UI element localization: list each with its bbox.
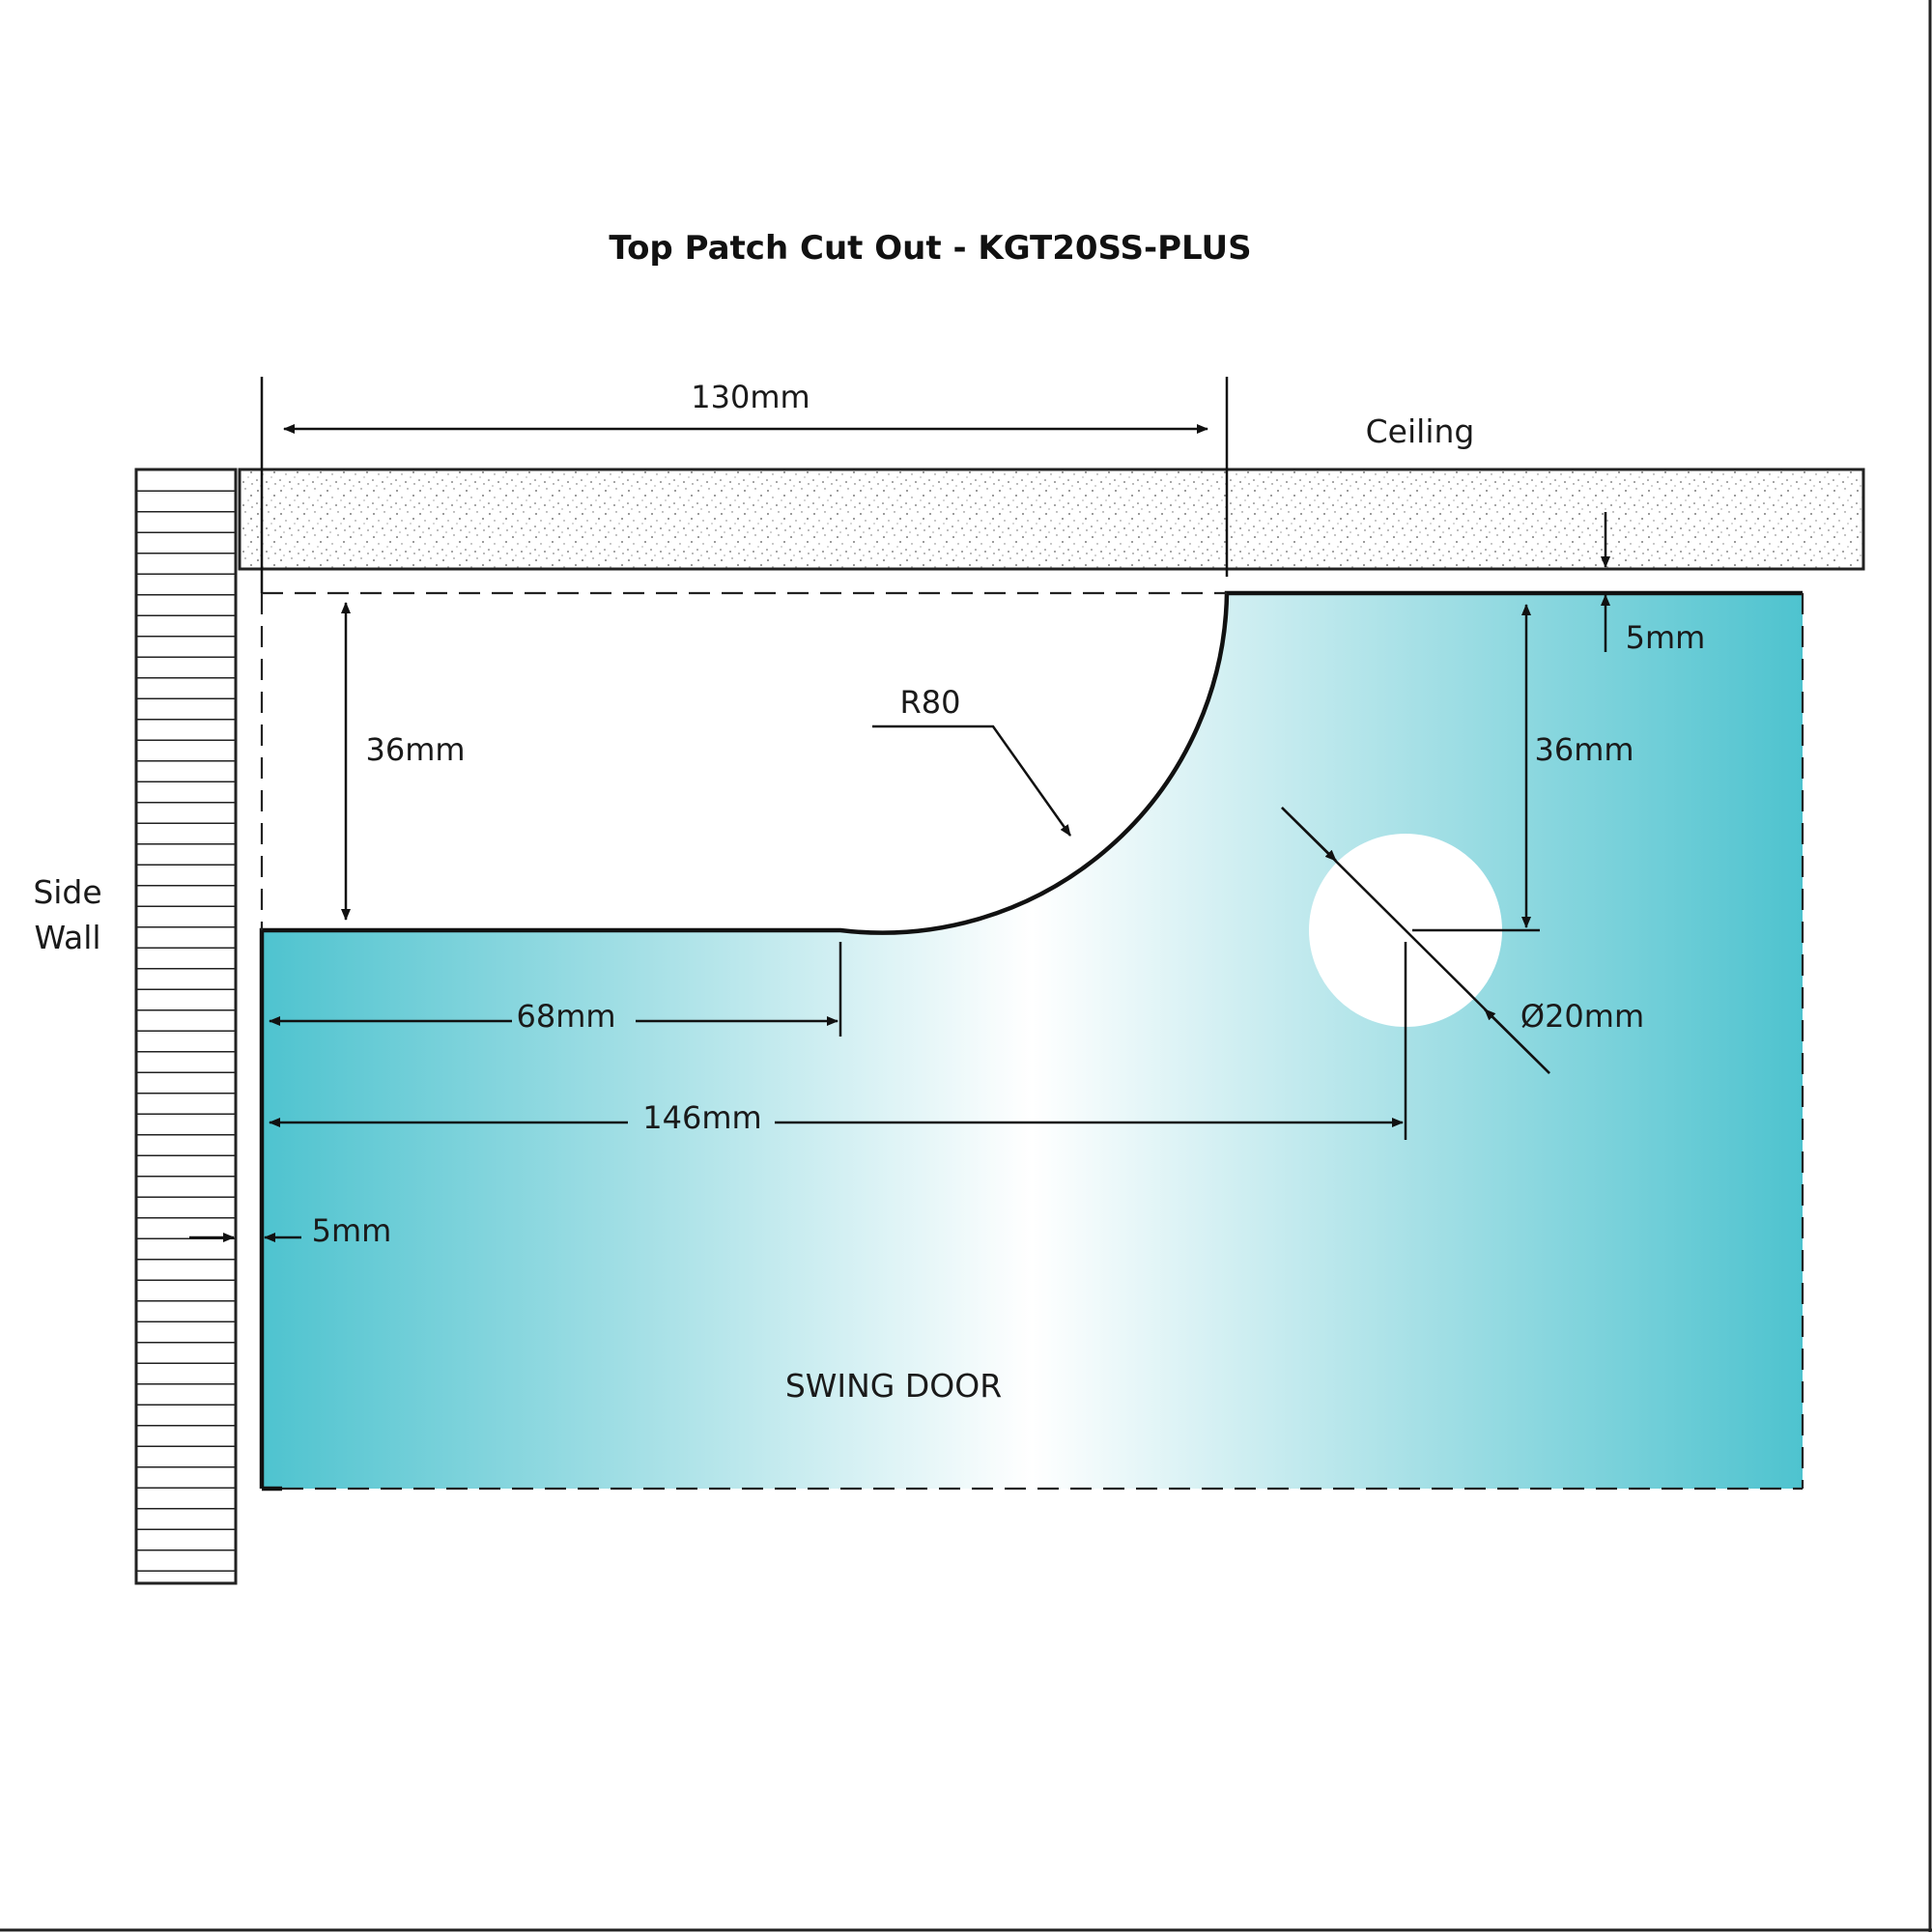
dimension-label-5-top: 5mm	[1626, 619, 1706, 656]
dimension-label-36-left: 36mm	[365, 731, 465, 768]
dimension-label-diameter: Ø20mm	[1520, 998, 1644, 1035]
side-wall-label-line2: Wall	[34, 919, 100, 956]
side-wall-label-line1: Side	[33, 873, 101, 911]
swing-door-glass	[262, 593, 1803, 1489]
ceiling-label: Ceiling	[1366, 412, 1475, 450]
swing-door-label: SWING DOOR	[785, 1367, 1002, 1405]
dimension-label-68: 68mm	[516, 998, 615, 1035]
dimension-label-130: 130mm	[691, 379, 810, 415]
side-wall	[134, 468, 238, 1585]
dimension-label-5-wall: 5mm	[312, 1212, 392, 1249]
dimension-label-36-right: 36mm	[1534, 731, 1634, 768]
radius-leader	[872, 724, 1072, 837]
diameter-arrow-upper	[1281, 807, 1337, 862]
ceiling	[238, 468, 1865, 571]
cutout-edge	[259, 590, 1803, 1489]
diameter-arrow-lower	[1484, 1009, 1550, 1074]
page-title: Top Patch Cut Out - KGT20SS-PLUS	[609, 229, 1251, 268]
radius-label: R80	[900, 684, 961, 721]
dimension-label-146: 146mm	[642, 1099, 761, 1136]
